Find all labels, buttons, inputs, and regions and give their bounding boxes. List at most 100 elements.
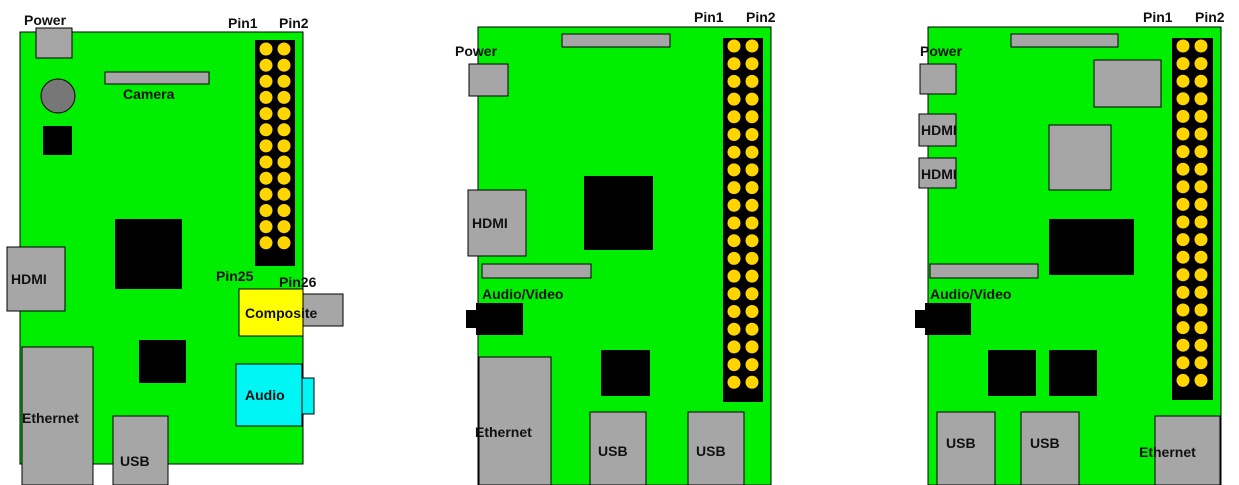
- board-3-hdmi-label-2: HDMI: [921, 166, 957, 182]
- gpio-pin-33: [727, 322, 741, 336]
- gpio-pin-20: [277, 187, 291, 201]
- gpio-pin-17: [727, 181, 741, 195]
- gpio-pin-12: [1194, 127, 1208, 141]
- board-1-gpio-header: [255, 40, 295, 266]
- gpio-pin-8: [277, 90, 291, 104]
- gpio-pin-13: [727, 145, 741, 159]
- gpio-pin-5: [259, 74, 273, 88]
- gpio-pin-3: [259, 58, 273, 72]
- gpio-pin-26: [1194, 250, 1208, 264]
- gpio-pin-4: [1194, 57, 1208, 71]
- board-1-camera-connector: [104, 71, 210, 85]
- board-2-hdmi-port: [467, 189, 527, 257]
- gpio-pin-15: [727, 163, 741, 177]
- gpio-pin-10: [745, 110, 759, 124]
- gpio-pin-24: [745, 234, 759, 248]
- board-1-usb-port: [112, 415, 169, 485]
- board-1-ethernet-port: [21, 346, 94, 485]
- gpio-pin-22: [745, 216, 759, 230]
- gpio-pin-17: [259, 171, 273, 185]
- board-1-composite-jack-body: [299, 293, 344, 327]
- gpio-pin-2: [1194, 39, 1208, 53]
- board-1-hdmi-port: [6, 246, 66, 312]
- gpio-pin-37: [1176, 356, 1190, 370]
- board-2-ethernet-port: [478, 356, 552, 485]
- gpio-pin-36: [1194, 338, 1208, 352]
- gpio-pin-11: [259, 123, 273, 137]
- gpio-pin-22: [1194, 215, 1208, 229]
- gpio-pin-2: [745, 39, 759, 53]
- gpio-pin-4: [745, 57, 759, 71]
- gpio-pin-9: [259, 107, 273, 121]
- gpio-pin-37: [727, 358, 741, 372]
- board-3-hdmi-port-2: [918, 157, 957, 189]
- gpio-pin-3: [727, 57, 741, 71]
- board-3-usb-label-2: USB: [1030, 435, 1060, 451]
- gpio-pin-22: [277, 204, 291, 217]
- gpio-pin-21: [259, 204, 273, 217]
- gpio-pin-6: [745, 74, 759, 88]
- board-2-audio-video-jack: [476, 303, 523, 335]
- board-2-gpio-pins: [727, 39, 759, 389]
- gpio-pin-17: [1176, 180, 1190, 194]
- gpio-pin-23: [727, 234, 741, 248]
- board-1-pin2-label: Pin2: [279, 15, 309, 31]
- board-2-ethernet-label: Ethernet: [475, 424, 532, 440]
- gpio-pin-13: [1176, 145, 1190, 159]
- gpio-pin-25: [1176, 250, 1190, 264]
- gpio-pin-24: [277, 220, 291, 234]
- board-1-camera-lens-icon: [40, 78, 76, 114]
- gpio-pin-38: [745, 358, 759, 372]
- gpio-pin-5: [727, 74, 741, 88]
- gpio-pin-31: [1176, 303, 1190, 317]
- gpio-pin-32: [745, 305, 759, 318]
- gpio-pin-28: [745, 269, 759, 283]
- board-1-power-label: Power: [24, 12, 67, 28]
- board-3-pin1-label: Pin1: [1143, 9, 1173, 25]
- gpio-pin-16: [1194, 162, 1208, 176]
- board-2-power-port: [468, 63, 509, 97]
- gpio-pin-38: [1194, 356, 1208, 370]
- board-3-hdmi-port-1: [918, 113, 957, 147]
- gpio-pin-27: [727, 269, 741, 283]
- board-2-soc-chip: [584, 176, 653, 250]
- gpio-pin-36: [745, 340, 759, 354]
- board-3-camera-connector: [929, 263, 1039, 279]
- board-1-pin26-label: Pin26: [279, 274, 317, 290]
- board-1-composite-label: Composite: [245, 305, 318, 321]
- gpio-pin-12: [745, 128, 759, 141]
- gpio-pin-7: [259, 90, 273, 104]
- board-3-usb-chip-2: [1049, 350, 1097, 396]
- board-3-ram-chip: [1093, 59, 1162, 108]
- gpio-pin-16: [745, 163, 759, 177]
- gpio-pin-4: [277, 58, 291, 72]
- gpio-pin-1: [727, 39, 741, 53]
- gpio-pin-28: [1194, 268, 1208, 282]
- board-1-pin1-label: Pin1: [228, 15, 258, 31]
- gpio-pin-18: [745, 181, 759, 195]
- gpio-pin-14: [745, 145, 759, 159]
- gpio-pin-15: [1176, 162, 1190, 176]
- board-3-hdmi-label-1: HDMI: [921, 122, 957, 138]
- board-1-audio-label: Audio: [245, 387, 285, 403]
- board-2-pin2-label: Pin2: [746, 9, 776, 25]
- gpio-pin-18: [277, 171, 291, 185]
- gpio-pin-1: [1176, 39, 1190, 53]
- board-2-pin1-label: Pin1: [694, 9, 724, 25]
- gpio-pin-11: [727, 128, 741, 141]
- gpio-pin-12: [277, 123, 291, 137]
- board-1-small-chip: [43, 126, 72, 155]
- board-3-audio-video-jack: [925, 303, 971, 335]
- board-3-audio-video-label: Audio/Video: [930, 286, 1011, 302]
- gpio-pin-14: [277, 139, 291, 153]
- gpio-pin-30: [745, 287, 759, 301]
- gpio-pin-33: [1176, 321, 1190, 335]
- board-2-usb-label-1: USB: [598, 443, 628, 459]
- gpio-pin-19: [1176, 197, 1190, 211]
- board-1-gpio-pins: [259, 42, 291, 250]
- board-3-usb-chip-1: [988, 350, 1036, 396]
- gpio-pin-15: [259, 155, 273, 169]
- board-2-audio-video-label: Audio/Video: [482, 286, 563, 302]
- gpio-pin-20: [1194, 197, 1208, 211]
- board-3-usb-port-2: [1020, 411, 1080, 485]
